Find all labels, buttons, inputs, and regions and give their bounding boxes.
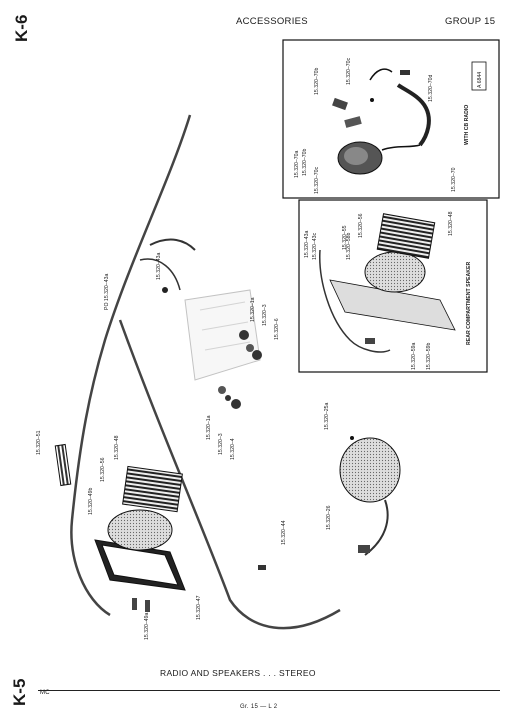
svg-text:15.320–49b: 15.320–49b: [88, 487, 94, 515]
dash-speaker: [339, 436, 401, 556]
svg-text:15.320–26: 15.320–26: [326, 505, 332, 530]
svg-text:15.320–3: 15.320–3: [218, 433, 224, 455]
group-title: GROUP 15: [445, 16, 496, 27]
svg-text:15.320–56: 15.320–56: [358, 213, 364, 238]
front-speaker: [94, 465, 186, 612]
svg-text:15.320–70: 15.320–70: [451, 167, 457, 192]
svg-text:15.320–70a: 15.320–70a: [294, 150, 300, 178]
inset-cb-radio: [282, 39, 500, 199]
svg-text:15.320–47: 15.320–47: [196, 595, 202, 620]
svg-text:15.320–58b: 15.320–58b: [346, 232, 352, 260]
svg-text:15.320–1a: 15.320–1a: [206, 415, 212, 440]
svg-text:15.320–70c: 15.320–70c: [346, 57, 352, 85]
main-harness: [70, 114, 341, 630]
svg-text:15.320–70b: 15.320–70b: [314, 67, 320, 95]
svg-text:15.320–1a: 15.320–1a: [250, 297, 256, 322]
svg-text:15.320–59a: 15.320–59a: [411, 342, 417, 370]
svg-text:15.320–43a: 15.320–43a: [304, 230, 310, 258]
svg-text:15.320–56: 15.320–56: [100, 457, 106, 482]
svg-text:15.320–70b: 15.320–70b: [302, 148, 308, 176]
svg-text:15.320–49a: 15.320–49a: [144, 612, 150, 640]
antenna-coil: [54, 443, 72, 487]
section-title: ACCESSORIES: [236, 16, 308, 27]
svg-text:15.320–55: 15.320–55: [342, 225, 348, 250]
svg-text:15.320–43a: 15.320–43a: [156, 252, 162, 280]
inset-cb-title: WITH CB RADIO: [464, 105, 470, 145]
clip-part: [258, 565, 266, 570]
svg-text:15.320–44: 15.320–44: [281, 520, 287, 545]
inset-rear-labels: 15.320–43a 15.320–43c 15.320–55 15.320–5…: [304, 211, 454, 370]
rear-speaker-assembly: [319, 213, 456, 353]
inset-cb-labels: 15.320–70b 15.320–70c 15.320–70d 15.320–…: [294, 57, 457, 194]
footer-rule: [38, 690, 500, 691]
svg-text:15.320–51: 15.320–51: [36, 430, 42, 455]
cb-microphone: [332, 68, 431, 175]
svg-text:15.320–3: 15.320–3: [262, 304, 268, 326]
main-part-labels: 15.320–43a PO 15.320–43a 15.320–1a 15.32…: [36, 252, 332, 640]
inset-rear-title: REAR COMPARTMENT SPEAKER: [466, 262, 472, 345]
figure-caption: RADIO AND SPEAKERS . . . STEREO: [160, 668, 316, 678]
footer-left-mark: MC: [40, 690, 50, 696]
svg-text:15.320–59b: 15.320–59b: [426, 342, 432, 370]
svg-text:15.320–43c: 15.320–43c: [312, 232, 318, 260]
svg-text:15.320–48: 15.320–48: [114, 435, 120, 460]
footer-page-ref: Gr. 15 — L 2: [240, 704, 278, 710]
control-knobs: [218, 330, 262, 409]
svg-text:15.320–25a: 15.320–25a: [324, 402, 330, 430]
svg-text:PO 15.320–43a: PO 15.320–43a: [104, 274, 110, 310]
svg-text:15.320–48: 15.320–48: [448, 211, 454, 236]
radio-unit: [184, 289, 261, 381]
svg-text:15.320–70d: 15.320–70d: [428, 74, 434, 102]
svg-text:15.320–6: 15.320–6: [274, 318, 280, 340]
ref-number: A 6844: [477, 72, 483, 88]
svg-text:15.320–4: 15.320–4: [230, 438, 236, 460]
ref-number-box: [471, 61, 487, 91]
svg-text:15.320–70c: 15.320–70c: [314, 166, 320, 194]
inset-rear-speaker: [298, 199, 488, 373]
